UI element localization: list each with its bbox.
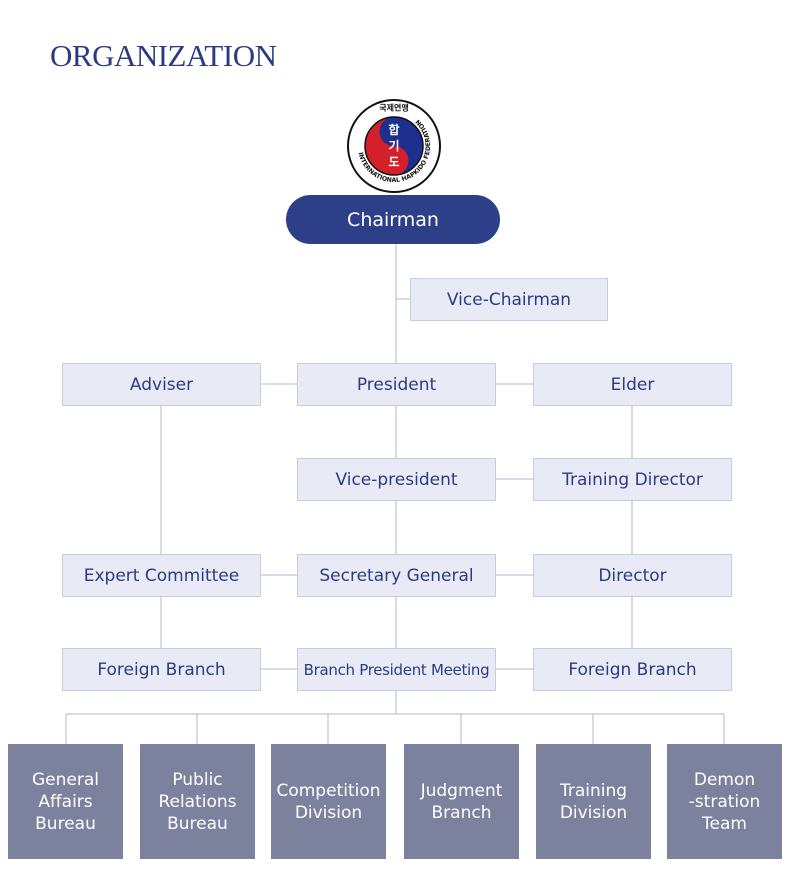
foreign-branch-right-node: Foreign Branch bbox=[533, 648, 732, 691]
dept-public-relations: Public Relations Bureau bbox=[140, 744, 255, 859]
chairman-node: Chairman bbox=[286, 195, 500, 244]
dept-general-affairs: General Affairs Bureau bbox=[8, 744, 123, 859]
logo-char-1: 합 bbox=[388, 122, 399, 137]
dept-demonstration: Demon -stration Team bbox=[667, 744, 782, 859]
dept-training: Training Division bbox=[536, 744, 651, 859]
dept-competition: Competition Division bbox=[271, 744, 386, 859]
president-node: President bbox=[297, 363, 496, 406]
expert-committee-node: Expert Committee bbox=[62, 554, 261, 597]
training-director-node: Training Director bbox=[533, 458, 732, 501]
secretary-general-node: Secretary General bbox=[297, 554, 496, 597]
elder-node: Elder bbox=[533, 363, 732, 406]
logo-top-text: 국제연맹 bbox=[379, 103, 408, 113]
director-node: Director bbox=[533, 554, 732, 597]
logo-char-3: 도 bbox=[388, 155, 399, 169]
branch-president-meeting-node: Branch President Meeting bbox=[297, 648, 496, 691]
foreign-branch-left-node: Foreign Branch bbox=[62, 648, 261, 691]
dept-judgment: Judgment Branch bbox=[404, 744, 519, 859]
vice-president-node: Vice-president bbox=[297, 458, 496, 501]
page-title: ORGANIZATION bbox=[50, 38, 277, 73]
adviser-node: Adviser bbox=[62, 363, 261, 406]
federation-logo: INTERNATIONAL HAPKIDO FEDERATION 국제연맹 합 … bbox=[347, 99, 441, 193]
vice-chairman-node: Vice-Chairman bbox=[410, 278, 608, 321]
logo-char-2: 기 bbox=[388, 138, 399, 153]
